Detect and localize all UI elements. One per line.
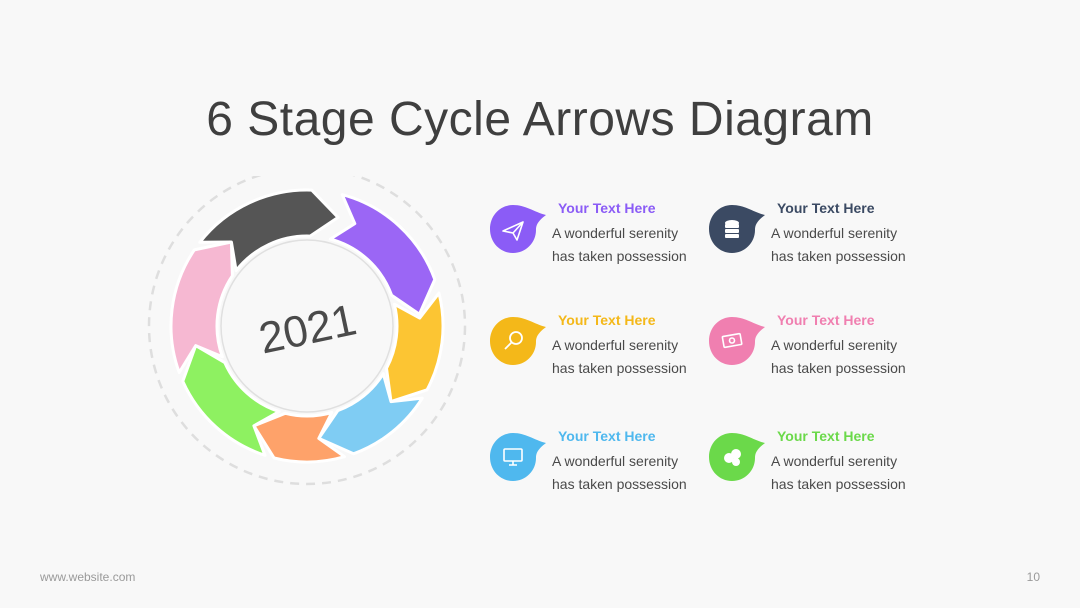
stage-desc-line: has taken possession — [552, 360, 687, 376]
stage-item-3: Your Text Here A wonderful serenity has … — [490, 312, 710, 392]
banknote-icon — [721, 332, 743, 349]
stage-badge-2 — [709, 204, 765, 253]
cycle-arrow-dark — [198, 188, 340, 273]
coin-stack-icon — [725, 220, 739, 238]
stage-item-1: Your Text Here A wonderful serenity has … — [490, 200, 710, 280]
cycle-arrow-blue — [317, 372, 424, 456]
stage-badge-4 — [709, 316, 765, 365]
stage-desc-line: A wonderful serenity — [771, 453, 898, 469]
stage-badge-shape-1 — [490, 205, 546, 253]
stage-item-5: Your Text Here A wonderful serenity has … — [490, 428, 710, 508]
outer-dashed-ring — [147, 176, 467, 486]
stage-desc-line: has taken possession — [771, 360, 906, 376]
stage-desc-line: A wonderful serenity — [552, 225, 679, 241]
stage-desc-2: A wonderful serenity has taken possessio… — [771, 222, 931, 268]
page-title: 6 Stage Cycle Arrows Diagram — [206, 93, 874, 146]
stage-desc-line: has taken possession — [552, 248, 687, 264]
stage-desc-1: A wonderful serenity has taken possessio… — [552, 222, 712, 268]
stage-badge-5 — [490, 432, 546, 481]
center-disc — [220, 239, 394, 413]
stage-item-6: Your Text Here A wonderful serenity has … — [709, 428, 929, 508]
stage-desc-line: has taken possession — [771, 248, 906, 264]
stage-badge-6 — [709, 432, 765, 481]
stage-desc-line: A wonderful serenity — [552, 337, 679, 353]
stage-badge-1 — [490, 204, 546, 253]
stage-item-2: Your Text Here A wonderful serenity has … — [709, 200, 929, 280]
monitor-icon — [503, 448, 523, 466]
paper-plane-icon — [502, 221, 524, 241]
stage-desc-6: A wonderful serenity has taken possessio… — [771, 450, 931, 496]
cycle-diagram: 2021 — [147, 176, 467, 486]
stage-desc-4: A wonderful serenity has taken possessio… — [771, 334, 931, 380]
cycle-arrow-purple — [328, 193, 437, 316]
stage-badge-shape-5 — [490, 433, 546, 481]
page-number: 10 — [1026, 570, 1040, 584]
cycle-arrow-green — [181, 344, 281, 457]
stage-title-6: Your Text Here — [777, 428, 875, 444]
cycle-arrow-pink — [169, 240, 234, 374]
cycle-arrow-orange — [252, 411, 346, 464]
stage-desc-5: A wonderful serenity has taken possessio… — [552, 450, 712, 496]
coins-icon — [724, 449, 741, 466]
stage-title-1: Your Text Here — [558, 200, 656, 216]
magnifier-icon — [504, 331, 523, 350]
stage-desc-line: A wonderful serenity — [771, 225, 898, 241]
stage-badge-shape-4 — [709, 317, 765, 365]
stage-desc-line: has taken possession — [552, 476, 687, 492]
stage-badge-shape-3 — [490, 317, 546, 365]
stage-desc-line: A wonderful serenity — [552, 453, 679, 469]
stage-title-3: Your Text Here — [558, 312, 656, 328]
stage-desc-line: A wonderful serenity — [771, 337, 898, 353]
stage-title-5: Your Text Here — [558, 428, 656, 444]
stage-item-4: Your Text Here A wonderful serenity has … — [709, 312, 929, 392]
footer-website[interactable]: www.website.com — [40, 570, 136, 584]
stage-desc-line: has taken possession — [771, 476, 906, 492]
stage-desc-3: A wonderful serenity has taken possessio… — [552, 334, 712, 380]
stage-badge-3 — [490, 316, 546, 365]
stage-title-4: Your Text Here — [777, 312, 875, 328]
stage-title-2: Your Text Here — [777, 200, 875, 216]
cycle-arrow-yellow — [385, 291, 445, 404]
